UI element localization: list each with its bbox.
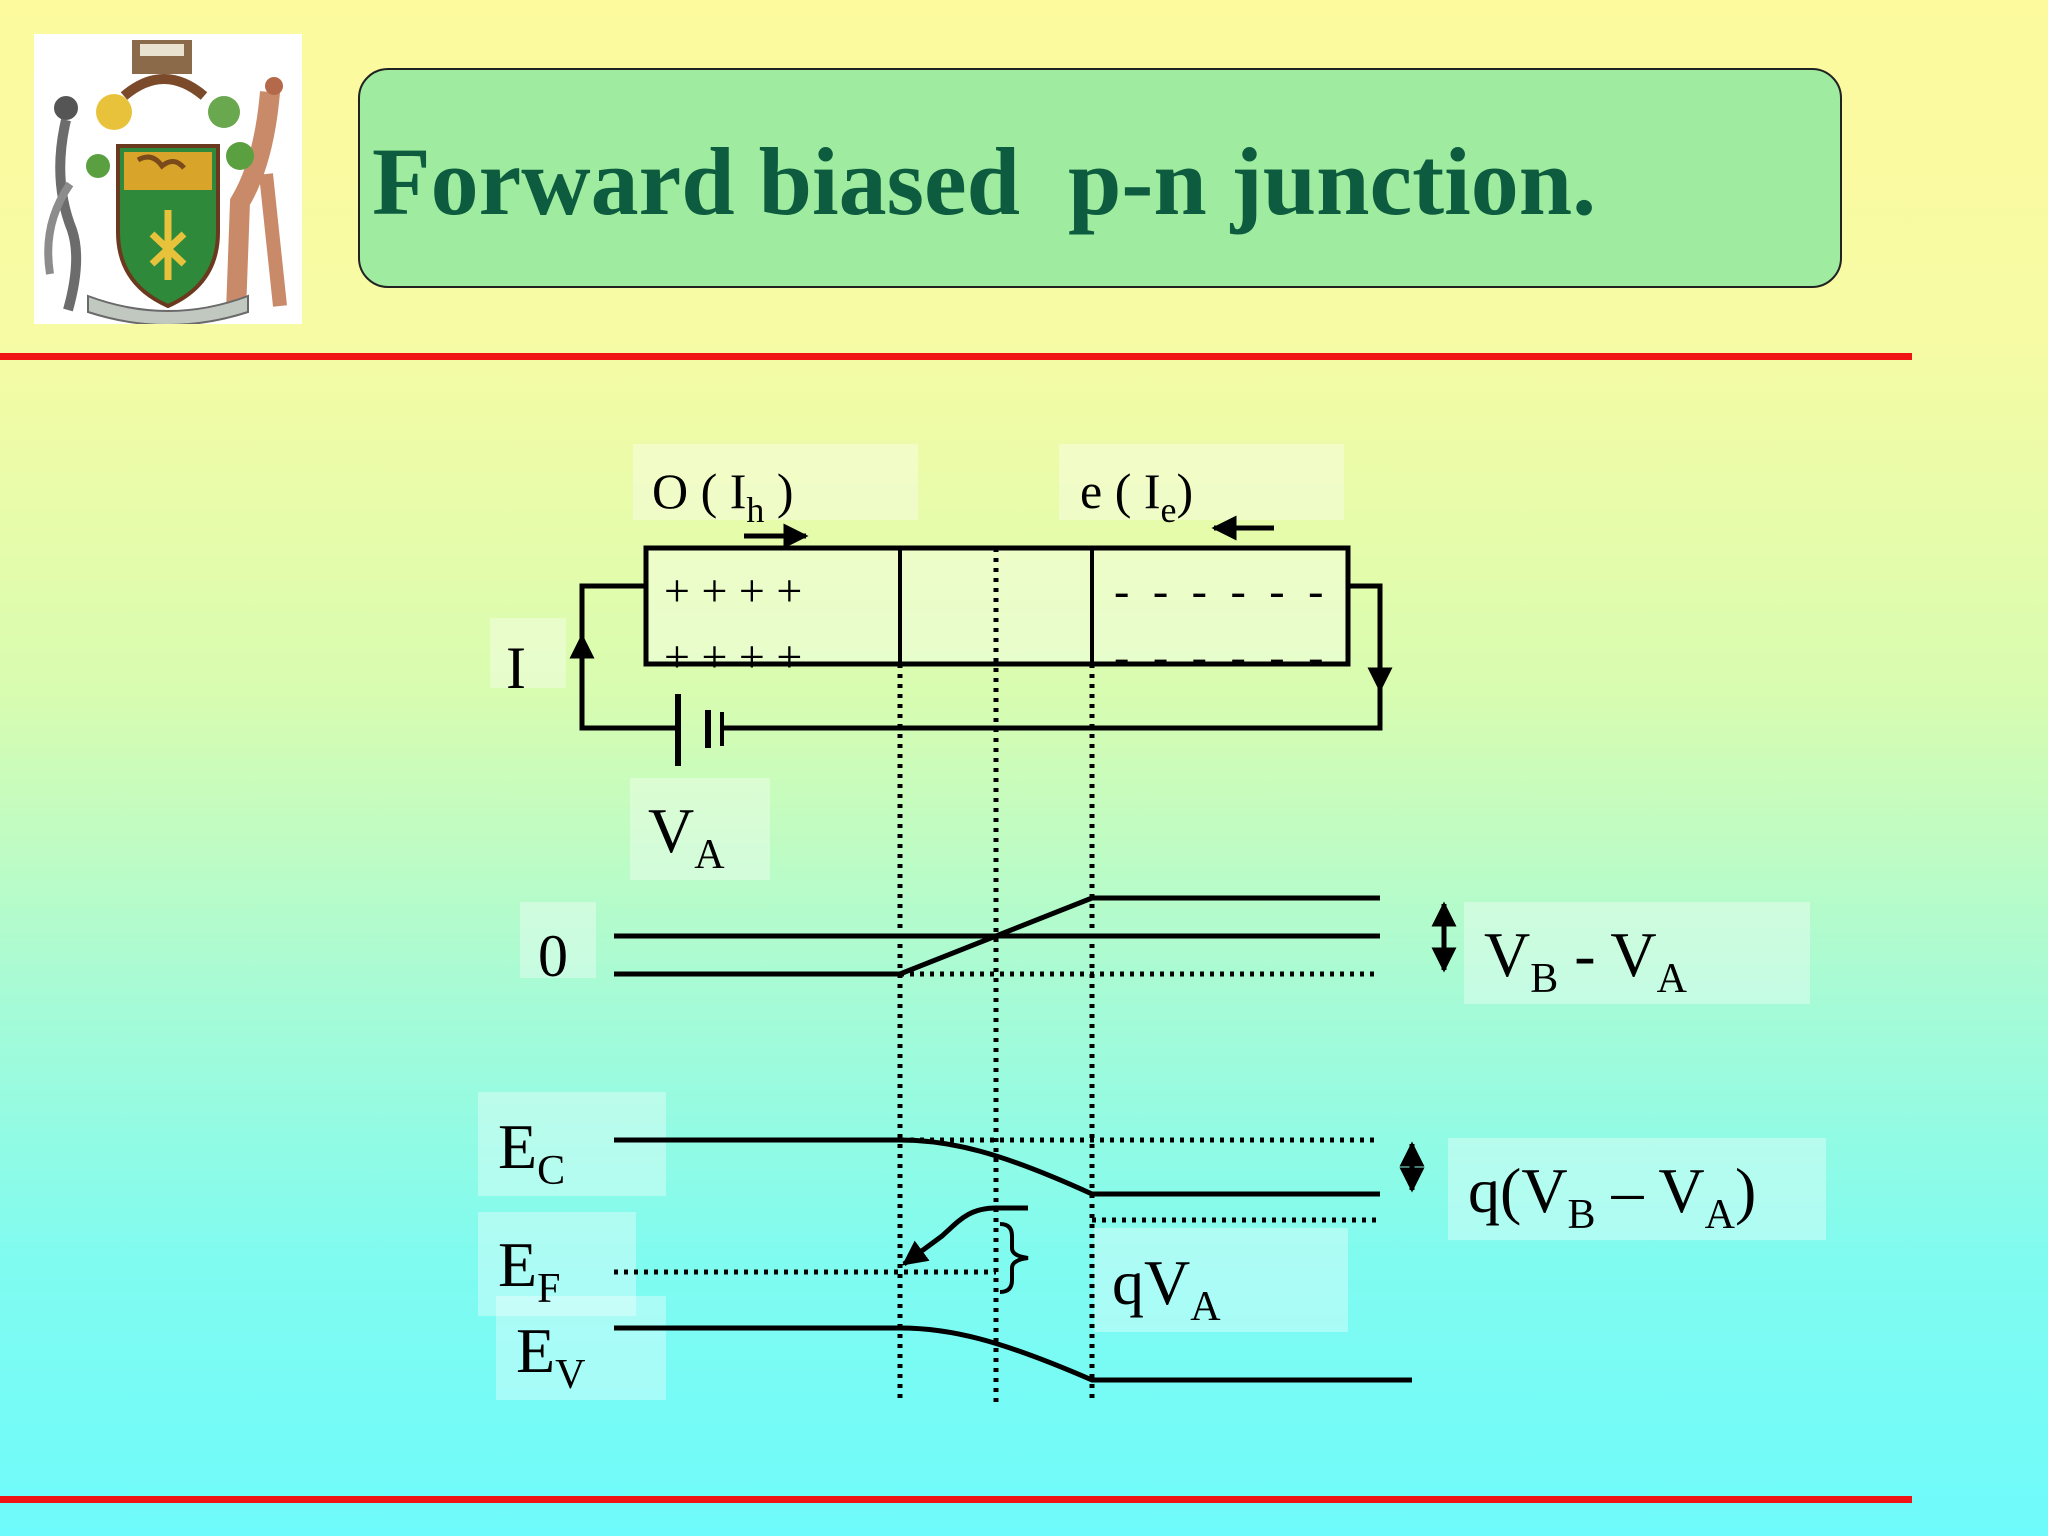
battery-voltage-text: V: [648, 795, 694, 866]
qva-brace: [999, 1222, 1029, 1294]
hole-current-subscript: h: [746, 490, 764, 530]
bottom-divider: [0, 1496, 1912, 1503]
hole-current-tail: ): [764, 463, 793, 519]
n-charges-row-2: - - - - - -: [1114, 631, 1329, 682]
hole-current-label: O ( Ih ): [652, 463, 794, 530]
energy-barrier-pre: q(V: [1468, 1155, 1568, 1226]
current-label-box: [490, 618, 566, 688]
ev-subscript: V: [555, 1352, 585, 1398]
p-charges-row-2: + + + +: [664, 631, 802, 682]
ef-label-box: [478, 1212, 636, 1316]
coat-of-arms-icon: [34, 34, 302, 326]
n-charges-row-1: - - - - - -: [1114, 565, 1329, 616]
title-box: [358, 68, 1842, 288]
conduction-band-label: EC: [498, 1111, 565, 1194]
energy-barrier-sub-2: A: [1705, 1192, 1736, 1238]
hole-current-text: O ( I: [652, 463, 746, 519]
zero-label-box: [520, 902, 596, 978]
qva-text: qV: [1112, 1247, 1190, 1318]
electron-current-text: e ( I: [1080, 463, 1161, 519]
barrier-mid-text: - V: [1558, 919, 1656, 990]
energy-barrier-mid: – V: [1596, 1155, 1705, 1226]
barrier-va-subscript: A: [1657, 956, 1688, 1002]
university-coat-of-arms-logo: [34, 34, 302, 326]
fermi-level-label: EF: [498, 1229, 560, 1312]
junction-bar: [643, 545, 1351, 667]
barrier-vb-subscript: B: [1530, 956, 1558, 1002]
ev-text: E: [516, 1315, 555, 1386]
top-divider: [0, 353, 1912, 360]
slide-title: Forward biased p-n junction.: [372, 128, 1597, 235]
qva-label-box: [1094, 1228, 1348, 1332]
ev-label-box: [496, 1296, 666, 1400]
ec-text: E: [498, 1111, 537, 1182]
current-label: I: [506, 635, 526, 701]
hole-current-label-box: [633, 444, 918, 520]
qva-subscript: A: [1190, 1284, 1221, 1330]
battery-voltage-label: VA: [648, 795, 725, 878]
fermi-shift-arrow: [901, 1205, 1028, 1267]
potential-profile: [614, 895, 1380, 977]
valence-band-label: EV: [516, 1315, 585, 1398]
energy-barrier-label-box: [1448, 1138, 1826, 1240]
energy-barrier-sub-1: B: [1568, 1192, 1596, 1238]
qva-label: qVA: [1112, 1247, 1221, 1330]
potential-zero-label: 0: [538, 923, 568, 989]
battery-label-box: [630, 778, 770, 880]
ec-subscript: C: [537, 1148, 565, 1194]
electron-current-label-box: [1059, 444, 1344, 520]
barrier-label-box: [1464, 902, 1810, 1004]
ef-text: E: [498, 1229, 537, 1300]
valence-band-edge: [614, 1325, 1412, 1383]
energy-barrier-post: ): [1735, 1155, 1756, 1226]
battery-voltage-subscript: A: [694, 832, 725, 878]
p-charges-row-1: + + + +: [664, 565, 802, 616]
electron-current-tail: ): [1176, 463, 1193, 519]
energy-barrier-label: q(VB – VA): [1468, 1155, 1756, 1238]
electron-current-label: e ( Ie): [1080, 463, 1193, 530]
ec-label-box: [478, 1092, 666, 1196]
barrier-voltage-label: VB - VA: [1484, 919, 1688, 1002]
ef-subscript: F: [537, 1266, 560, 1312]
barrier-v-text: V: [1484, 919, 1530, 990]
electron-current-subscript: e: [1161, 490, 1177, 530]
